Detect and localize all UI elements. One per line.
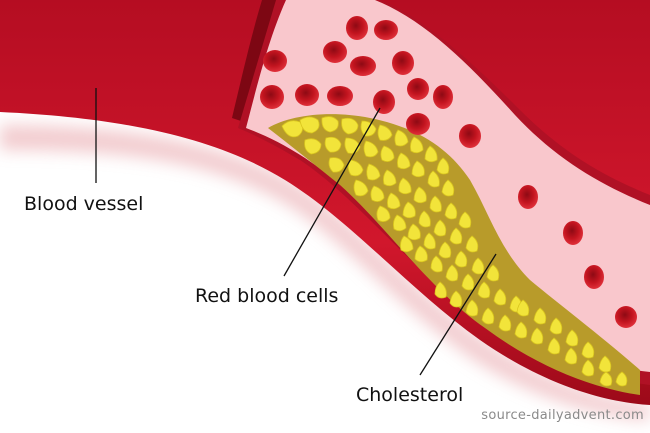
red-blood-cell bbox=[323, 41, 347, 63]
red-blood-cell bbox=[327, 86, 353, 106]
red-blood-cell bbox=[346, 16, 368, 40]
red-blood-cell bbox=[407, 78, 429, 100]
red-blood-cell bbox=[350, 56, 376, 76]
vessel-shadow bbox=[0, 125, 650, 420]
red-blood-cell bbox=[563, 221, 583, 245]
cholesterol-label: Cholesterol bbox=[356, 384, 464, 406]
cholesterol-leader-line bbox=[419, 253, 497, 376]
red-blood-cell bbox=[584, 265, 604, 289]
red-blood-cell bbox=[518, 185, 538, 209]
red-blood-cell bbox=[392, 51, 414, 75]
blood-vessel-label: Blood vessel bbox=[24, 193, 144, 215]
red-blood-cell bbox=[406, 113, 430, 135]
red-blood-cell bbox=[260, 85, 284, 109]
red-blood-cells-leader-line bbox=[283, 107, 381, 277]
red-blood-cell bbox=[373, 90, 395, 114]
source-watermark: source-dailyadvent.com bbox=[481, 408, 644, 423]
red-blood-cell bbox=[459, 124, 481, 148]
red-blood-cells bbox=[260, 16, 637, 328]
red-blood-cell bbox=[615, 306, 637, 328]
red-blood-cells-label: Red blood cells bbox=[195, 285, 339, 307]
red-blood-cell bbox=[295, 84, 319, 106]
red-blood-cell bbox=[263, 50, 287, 72]
red-blood-cell bbox=[374, 20, 398, 40]
cholesterol-plaque bbox=[281, 116, 628, 387]
red-blood-cell bbox=[433, 85, 453, 109]
